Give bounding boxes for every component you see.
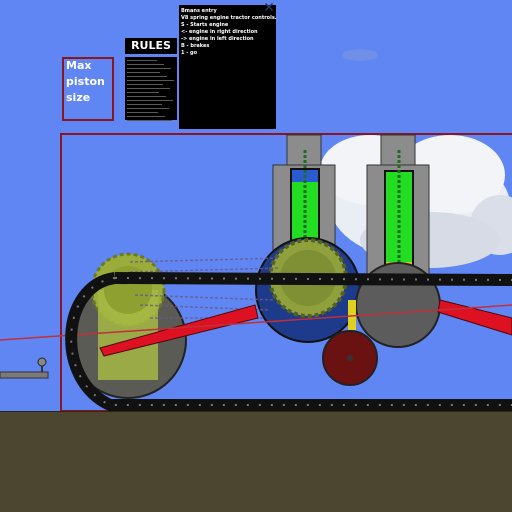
rules-text-line: [127, 100, 173, 101]
piston-cylinder-1[interactable]: [272, 134, 336, 256]
rules-text-line: [127, 116, 165, 117]
info-line: 1 - go: [181, 50, 198, 56]
rules-text-line: [127, 104, 162, 105]
rules-text-line: [127, 68, 171, 69]
info-line: S - Starts engine: [181, 22, 229, 28]
max-piston-label: Max piston size: [66, 59, 105, 104]
info-line: V8 spring engine tractor controls.: [181, 15, 277, 21]
info-line: -> engine in left direction: [181, 36, 254, 42]
rules-title[interactable]: RULES: [125, 38, 177, 54]
rules-text-line: [127, 92, 159, 93]
rules-text-line: [127, 120, 172, 121]
ledge-platform[interactable]: [0, 371, 49, 379]
ledge-pin[interactable]: [37, 357, 47, 367]
info-line: <- engine in right direction: [181, 29, 258, 35]
rules-text-line: [127, 80, 174, 81]
rules-text-line: [127, 60, 157, 61]
cloud-wisp: [342, 49, 378, 61]
rules-text-line: [127, 112, 158, 113]
info-line: B - brakes: [181, 43, 210, 49]
info-panel: Bmans entry V8 spring engine tractor con…: [179, 5, 277, 129]
rules-text-line: [127, 88, 170, 89]
spring-yellow: [348, 300, 356, 330]
rules-text-line: [127, 72, 160, 73]
piston-cylinder-2[interactable]: [366, 134, 430, 276]
close-x-icon[interactable]: ✕: [263, 0, 275, 16]
ground: [0, 412, 512, 512]
rules-text-line: [127, 76, 167, 77]
max-piston-box: [62, 57, 114, 121]
rules-body: [125, 57, 177, 121]
red-guide-line: [0, 304, 512, 341]
info-line: Bmans entry: [181, 8, 217, 14]
rules-text-line: [127, 108, 169, 109]
rules-text-line: [127, 64, 164, 65]
rules-text-line: [127, 96, 166, 97]
flywheel-hub: [347, 355, 353, 361]
track-belt[interactable]: [65, 272, 512, 411]
rules-text-line: [127, 84, 163, 85]
